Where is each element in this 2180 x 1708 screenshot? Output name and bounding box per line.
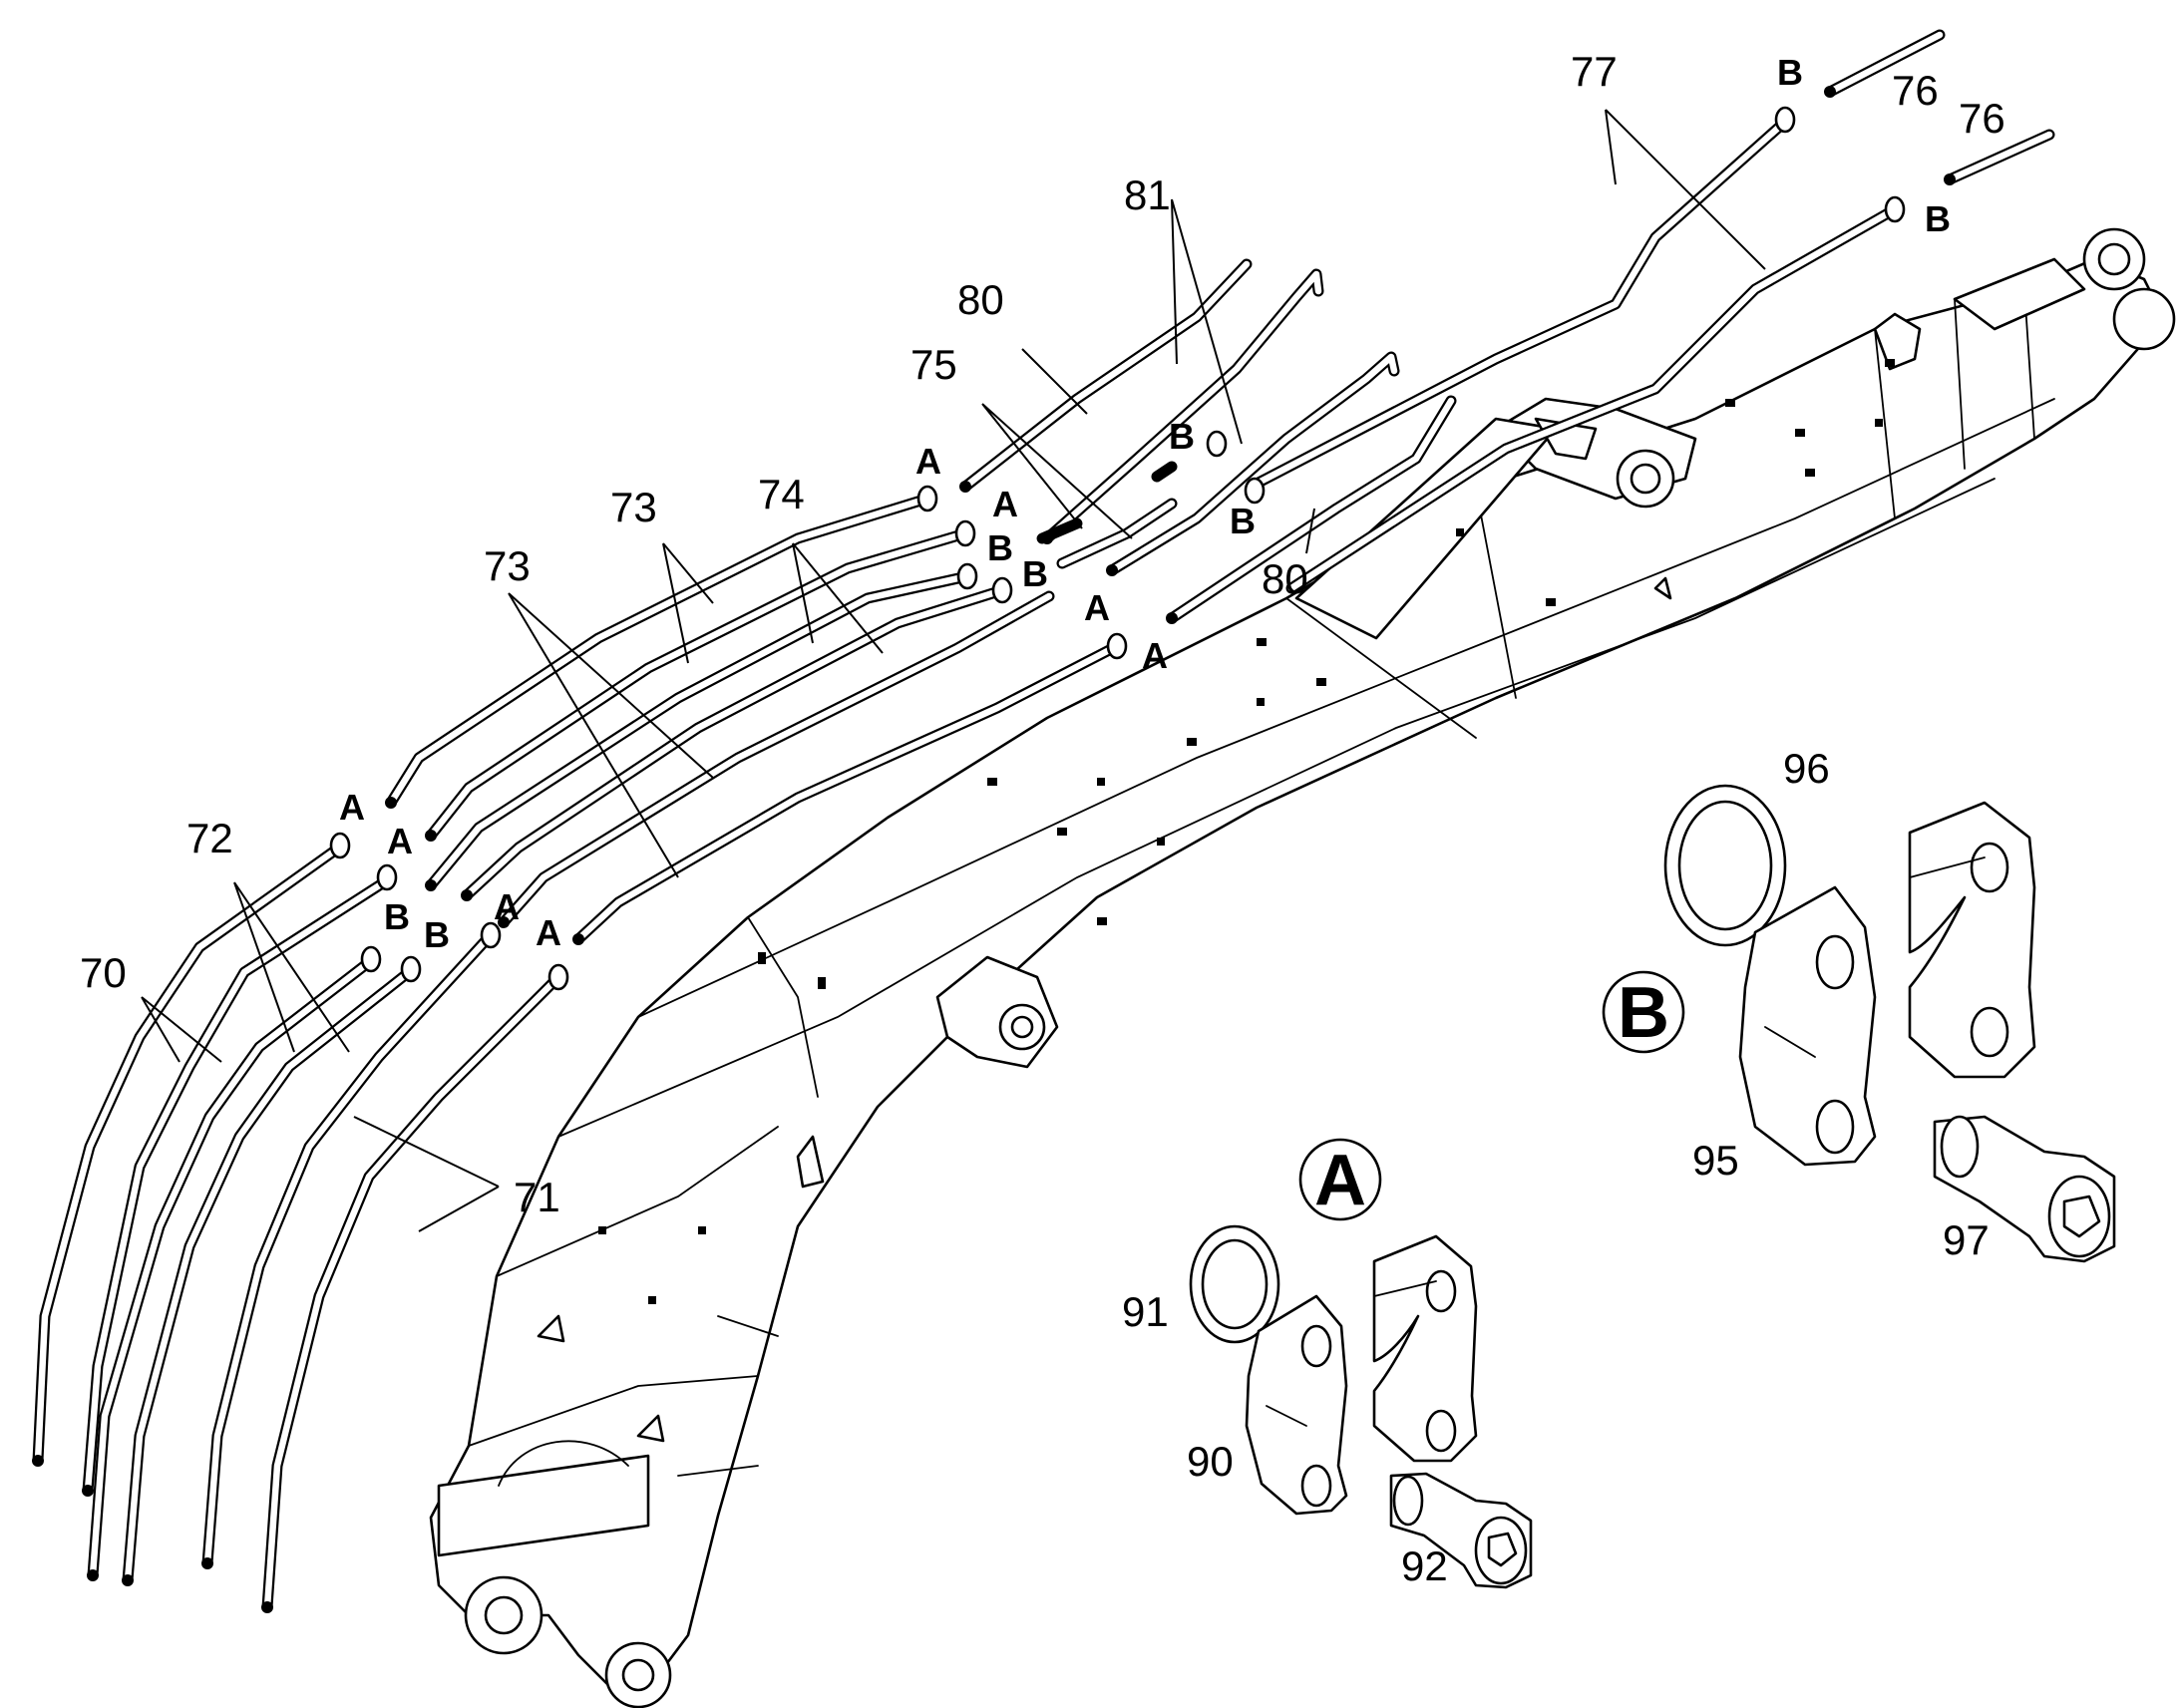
hydraulic-pipes: [32, 29, 2055, 1613]
connector-labels: A A B B A A A A B B A A B B B B: [339, 52, 1951, 955]
detail-b-letter: B: [1618, 973, 1669, 1053]
label-92: 92: [1401, 1542, 1448, 1589]
connector-b: B: [1925, 198, 1951, 239]
connector-b: B: [424, 914, 450, 955]
label-80a: 80: [957, 276, 1004, 323]
label-76a: 76: [1892, 67, 1939, 114]
connector-b: B: [987, 527, 1013, 568]
connector-a: A: [915, 441, 941, 482]
split-flange-95: [1738, 885, 1877, 1167]
connector-a: A: [387, 821, 413, 861]
connector-a: A: [1142, 635, 1168, 676]
label-70: 70: [80, 949, 127, 996]
label-74: 74: [758, 471, 805, 517]
pipe-71a: [201, 931, 495, 1569]
split-flange-90b: [1372, 1234, 1478, 1463]
part-number-labels: 70 71 72 73 73 74 75 76 76 77 80 80 81 9…: [80, 48, 2005, 1589]
connector-b: B: [384, 896, 410, 937]
label-77: 77: [1571, 48, 1618, 95]
detail-a: A: [1189, 1138, 1533, 1589]
label-73b: 73: [484, 542, 531, 589]
connector-a: A: [536, 912, 561, 953]
connector-b: B: [1777, 52, 1803, 93]
detail-a-letter: A: [1314, 1141, 1366, 1220]
connector-a: A: [339, 787, 365, 828]
connector-a: A: [1084, 587, 1110, 628]
label-91: 91: [1122, 1288, 1169, 1335]
split-flange-90: [1245, 1294, 1348, 1516]
connector-b: B: [1169, 416, 1195, 457]
label-95: 95: [1692, 1137, 1739, 1184]
detail-b: B: [1602, 784, 2116, 1263]
label-72: 72: [186, 815, 233, 861]
connector-a: A: [494, 886, 520, 927]
pipe-72c: [122, 966, 415, 1586]
connector-a: A: [992, 484, 1018, 524]
label-96: 96: [1783, 745, 1830, 792]
connector-b: B: [1230, 501, 1256, 541]
pipe-75c: [1151, 461, 1178, 483]
connector-b: B: [1022, 553, 1048, 594]
boom-arm: [429, 227, 2176, 1708]
label-71: 71: [514, 1174, 560, 1220]
label-80b: 80: [1262, 555, 1308, 602]
detail-b-badge: [1602, 970, 1685, 1054]
label-75: 75: [910, 341, 957, 388]
label-97: 97: [1943, 1216, 1990, 1263]
label-90: 90: [1187, 1438, 1234, 1485]
label-73a: 73: [610, 484, 657, 530]
leader-lines: [141, 109, 1766, 1232]
detail-a-badge: [1298, 1138, 1382, 1221]
label-76b: 76: [1959, 95, 2005, 142]
label-81: 81: [1124, 171, 1171, 218]
